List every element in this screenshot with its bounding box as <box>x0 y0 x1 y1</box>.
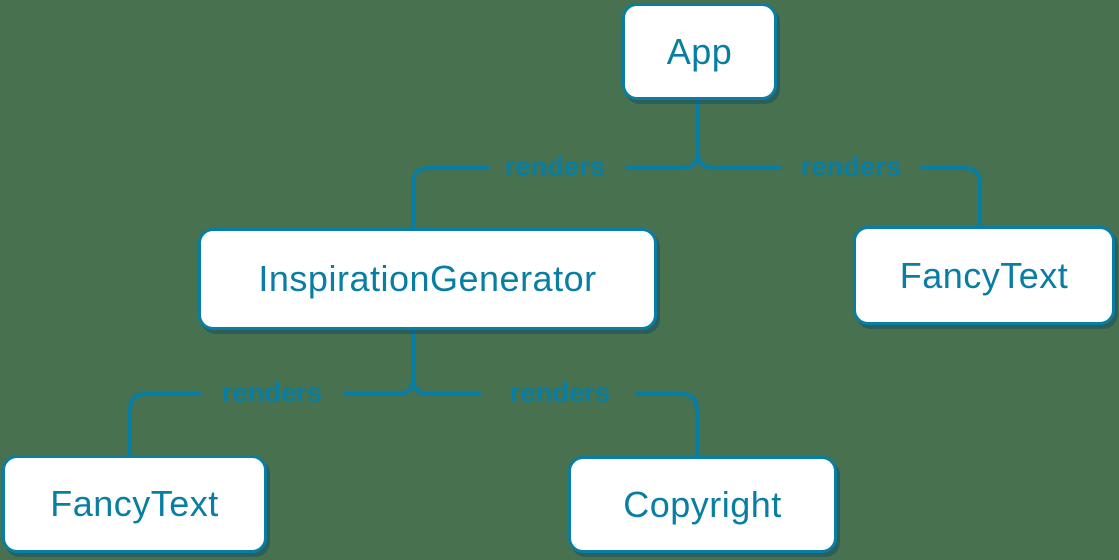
node-inspiration-generator-label: InspirationGenerator <box>258 258 597 299</box>
node-app-label: App <box>666 30 733 72</box>
edge-label-renders-4: renders <box>509 377 611 408</box>
edge-label-renders-3: renders <box>221 377 323 408</box>
edge-label-renders-1: renders <box>504 151 606 182</box>
edge-app-to-inspirationgenerator-tail <box>411 166 490 230</box>
edge-app-to-fancytext <box>696 150 782 170</box>
edge-inspirationgenerator-to-copyright <box>411 376 482 396</box>
edge-app-to-inspirationgenerator <box>625 98 700 170</box>
edge-inspirationgenerator-to-fancytext <box>343 328 415 396</box>
edge-label-renders-2: renders <box>800 151 902 182</box>
node-fancy-text-left: FancyText <box>2 455 267 553</box>
node-copyright-label: Copyright <box>623 483 782 525</box>
edge-inspirationgenerator-to-fancytext-tail <box>128 392 202 457</box>
node-fancy-text-left-label: FancyText <box>50 483 219 524</box>
edge-app-to-fancytext-tail <box>920 166 982 228</box>
node-fancy-text-right: FancyText <box>853 226 1115 325</box>
node-inspiration-generator: InspirationGenerator <box>198 228 657 330</box>
edge-inspirationgenerator-to-copyright-tail <box>635 392 699 458</box>
node-copyright: Copyright <box>568 456 837 553</box>
node-fancy-text-right-label: FancyText <box>899 254 1069 296</box>
node-app: App <box>622 3 777 100</box>
